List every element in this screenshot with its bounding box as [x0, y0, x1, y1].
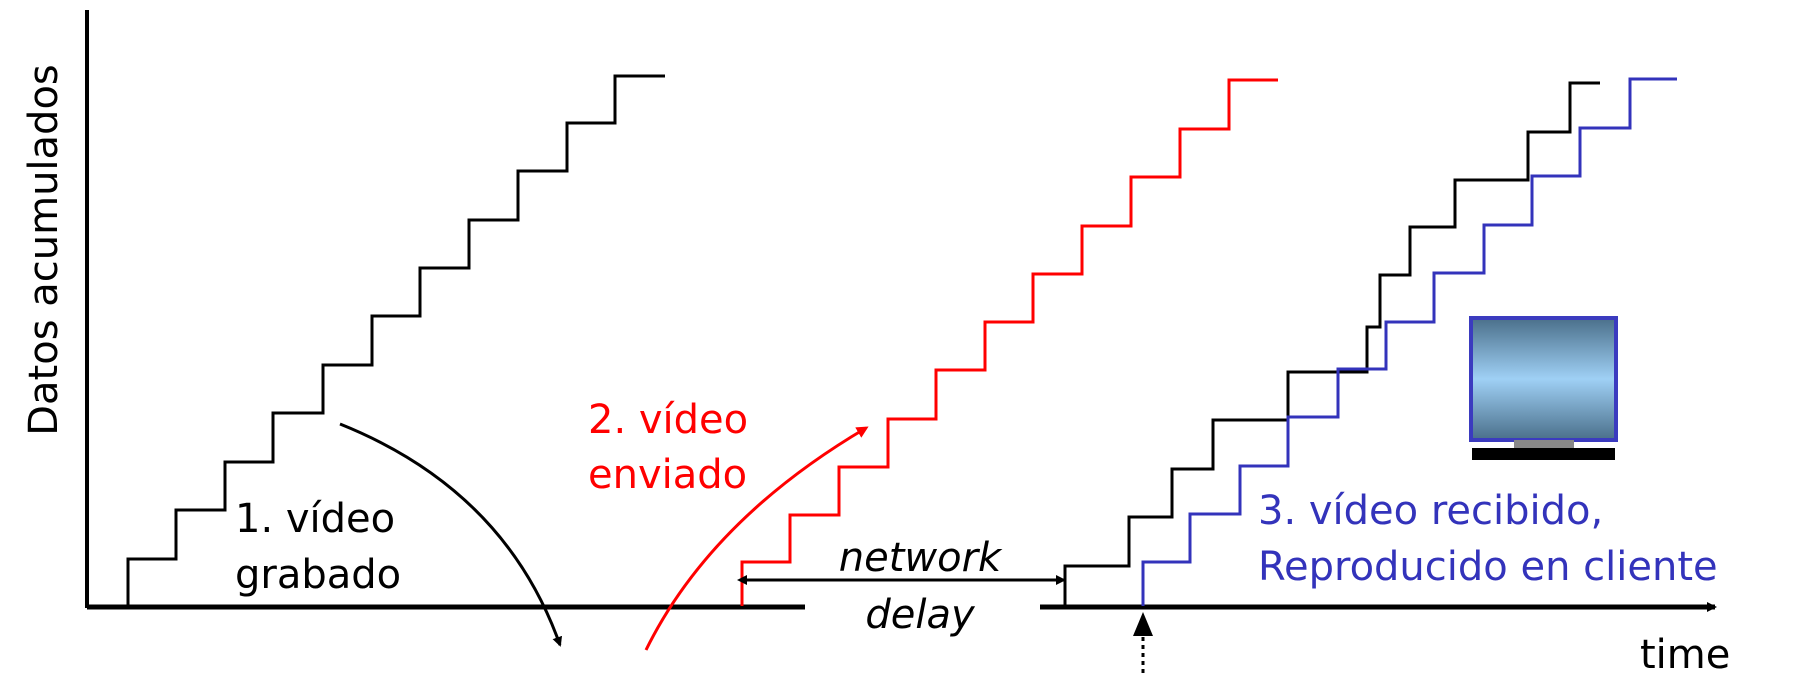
recorded-label-line1: 1. vídeo	[235, 496, 395, 542]
delay-label-line1: network	[839, 535, 1003, 581]
playout-start-arrowhead	[1133, 612, 1153, 636]
sent-video-staircase	[740, 78, 1278, 606]
received-label-line2: Reproducido en cliente	[1258, 544, 1718, 590]
recorded-arrow	[339, 422, 563, 647]
recorded-video-staircase	[126, 74, 665, 606]
playout-video-staircase	[1141, 77, 1677, 606]
sent-label-line2: enviado	[588, 452, 747, 498]
monitor-icon	[1469, 316, 1618, 460]
delay-label-line2: delay	[865, 592, 976, 638]
sent-arrow	[644, 426, 869, 651]
recorded-label-line2: grabado	[235, 552, 401, 598]
sent-label-line1: 2. vídeo	[588, 397, 748, 443]
y-axis-label: Datos acumulados	[21, 64, 67, 436]
received-label-line1: 3. vídeo recibido,	[1258, 488, 1603, 534]
received-video-staircase	[1063, 81, 1600, 606]
x-axis-label: time	[1640, 632, 1730, 673]
